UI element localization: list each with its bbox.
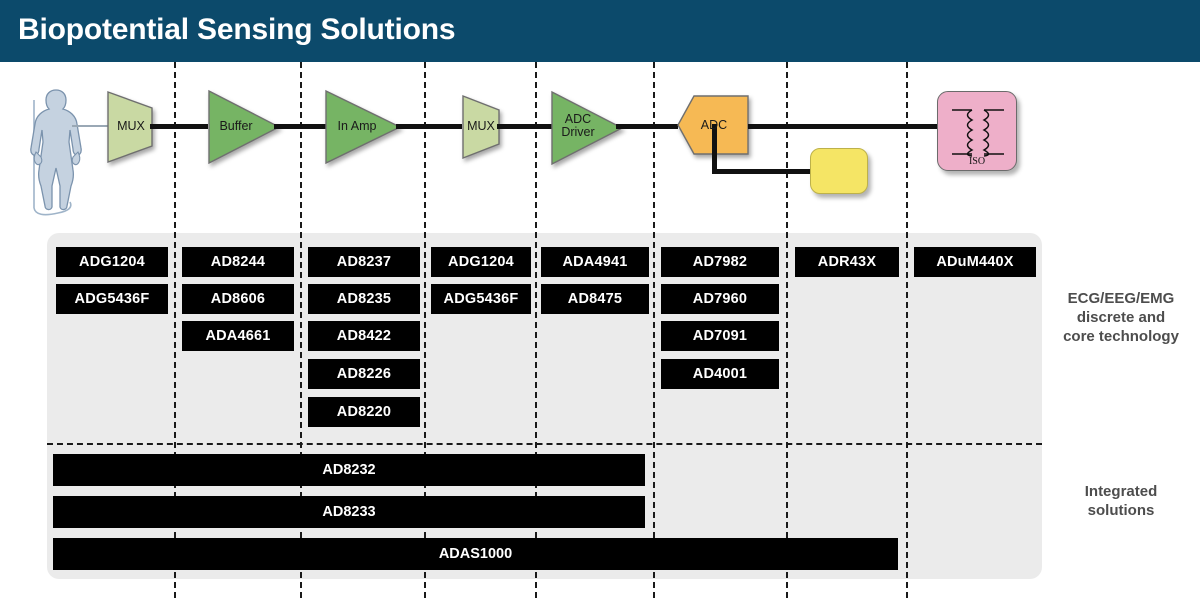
part-chip[interactable]: AD7091 bbox=[661, 321, 779, 351]
signal-chain: MUX Buffer In Amp MUX ADC Driver bbox=[0, 62, 1200, 232]
human-body-icon bbox=[30, 89, 82, 216]
mux-input-shape bbox=[107, 91, 153, 163]
isolator-shape: ISO bbox=[937, 91, 1017, 171]
stage-divider-6 bbox=[786, 62, 788, 598]
part-chip[interactable]: ADG1204 bbox=[431, 247, 531, 277]
stage-divider-3 bbox=[424, 62, 426, 598]
wire-mux-to-buffer bbox=[150, 124, 208, 129]
wire-inamp-to-mux bbox=[396, 124, 462, 129]
iso-label: ISO bbox=[968, 156, 986, 167]
integrated-caption-line2: solutions bbox=[1087, 502, 1155, 519]
transformer-icon bbox=[952, 109, 1004, 157]
part-chip[interactable]: AD8475 bbox=[541, 284, 649, 314]
part-chip[interactable]: AD8606 bbox=[182, 284, 294, 314]
part-chip[interactable]: ADG5436F bbox=[56, 284, 168, 314]
wire-branch-to-reference bbox=[712, 169, 814, 174]
discrete-caption-line3: core technology bbox=[1063, 328, 1179, 345]
integrated-bar[interactable]: AD8233 bbox=[53, 496, 645, 528]
wire-buffer-to-inamp bbox=[274, 124, 328, 129]
part-chip[interactable]: ADR43X bbox=[795, 247, 899, 277]
wire-adc-to-iso bbox=[748, 124, 940, 129]
part-chip[interactable]: AD8237 bbox=[308, 247, 420, 277]
discrete-caption-line1: ECG/EEG/EMG bbox=[1067, 290, 1175, 307]
integrated-bar[interactable]: AD8232 bbox=[53, 454, 645, 486]
page-title: Biopotential Sensing Solutions bbox=[18, 13, 456, 46]
in-amp-shape bbox=[325, 89, 402, 165]
wire-adc-branch-vertical bbox=[712, 124, 717, 174]
buffer-shape bbox=[208, 89, 281, 165]
wire-mux-to-adcdriver bbox=[497, 124, 555, 129]
reference-shape bbox=[810, 148, 868, 194]
part-chip[interactable]: ADA4661 bbox=[182, 321, 294, 351]
stage-divider-5 bbox=[653, 62, 655, 598]
stage-divider-2 bbox=[300, 62, 302, 598]
part-chip[interactable]: ADuM440X bbox=[914, 247, 1036, 277]
part-chip[interactable]: AD4001 bbox=[661, 359, 779, 389]
discrete-caption-line2: discrete and bbox=[1076, 309, 1166, 326]
part-chip[interactable]: AD8220 bbox=[308, 397, 420, 427]
mux-second-shape bbox=[462, 94, 500, 160]
page-header: Biopotential Sensing Solutions bbox=[0, 0, 1200, 62]
section-divider bbox=[47, 443, 1042, 445]
discrete-caption: ECG/EEG/EMG discrete and core technology bbox=[1046, 289, 1196, 346]
stage-divider-7 bbox=[906, 62, 908, 598]
part-chip[interactable]: ADA4941 bbox=[541, 247, 649, 277]
electrode-lead bbox=[72, 125, 108, 127]
part-chip[interactable]: AD7982 bbox=[661, 247, 779, 277]
part-chip[interactable]: AD8235 bbox=[308, 284, 420, 314]
stage-divider-1 bbox=[174, 62, 176, 598]
integrated-caption-line1: Integrated bbox=[1084, 483, 1158, 500]
part-chip[interactable]: ADG5436F bbox=[431, 284, 531, 314]
diagram-canvas: MUX Buffer In Amp MUX ADC Driver bbox=[0, 62, 1200, 598]
part-chip[interactable]: AD8422 bbox=[308, 321, 420, 351]
part-chip[interactable]: AD8226 bbox=[308, 359, 420, 389]
integrated-caption: Integrated solutions bbox=[1046, 482, 1196, 520]
stage-divider-4 bbox=[535, 62, 537, 598]
part-chip[interactable]: ADG1204 bbox=[56, 247, 168, 277]
wire-adcdriver-to-adc bbox=[616, 124, 678, 129]
adc-driver-shape bbox=[551, 90, 624, 166]
integrated-bar[interactable]: ADAS1000 bbox=[53, 538, 898, 570]
part-chip[interactable]: AD8244 bbox=[182, 247, 294, 277]
part-chip[interactable]: AD7960 bbox=[661, 284, 779, 314]
